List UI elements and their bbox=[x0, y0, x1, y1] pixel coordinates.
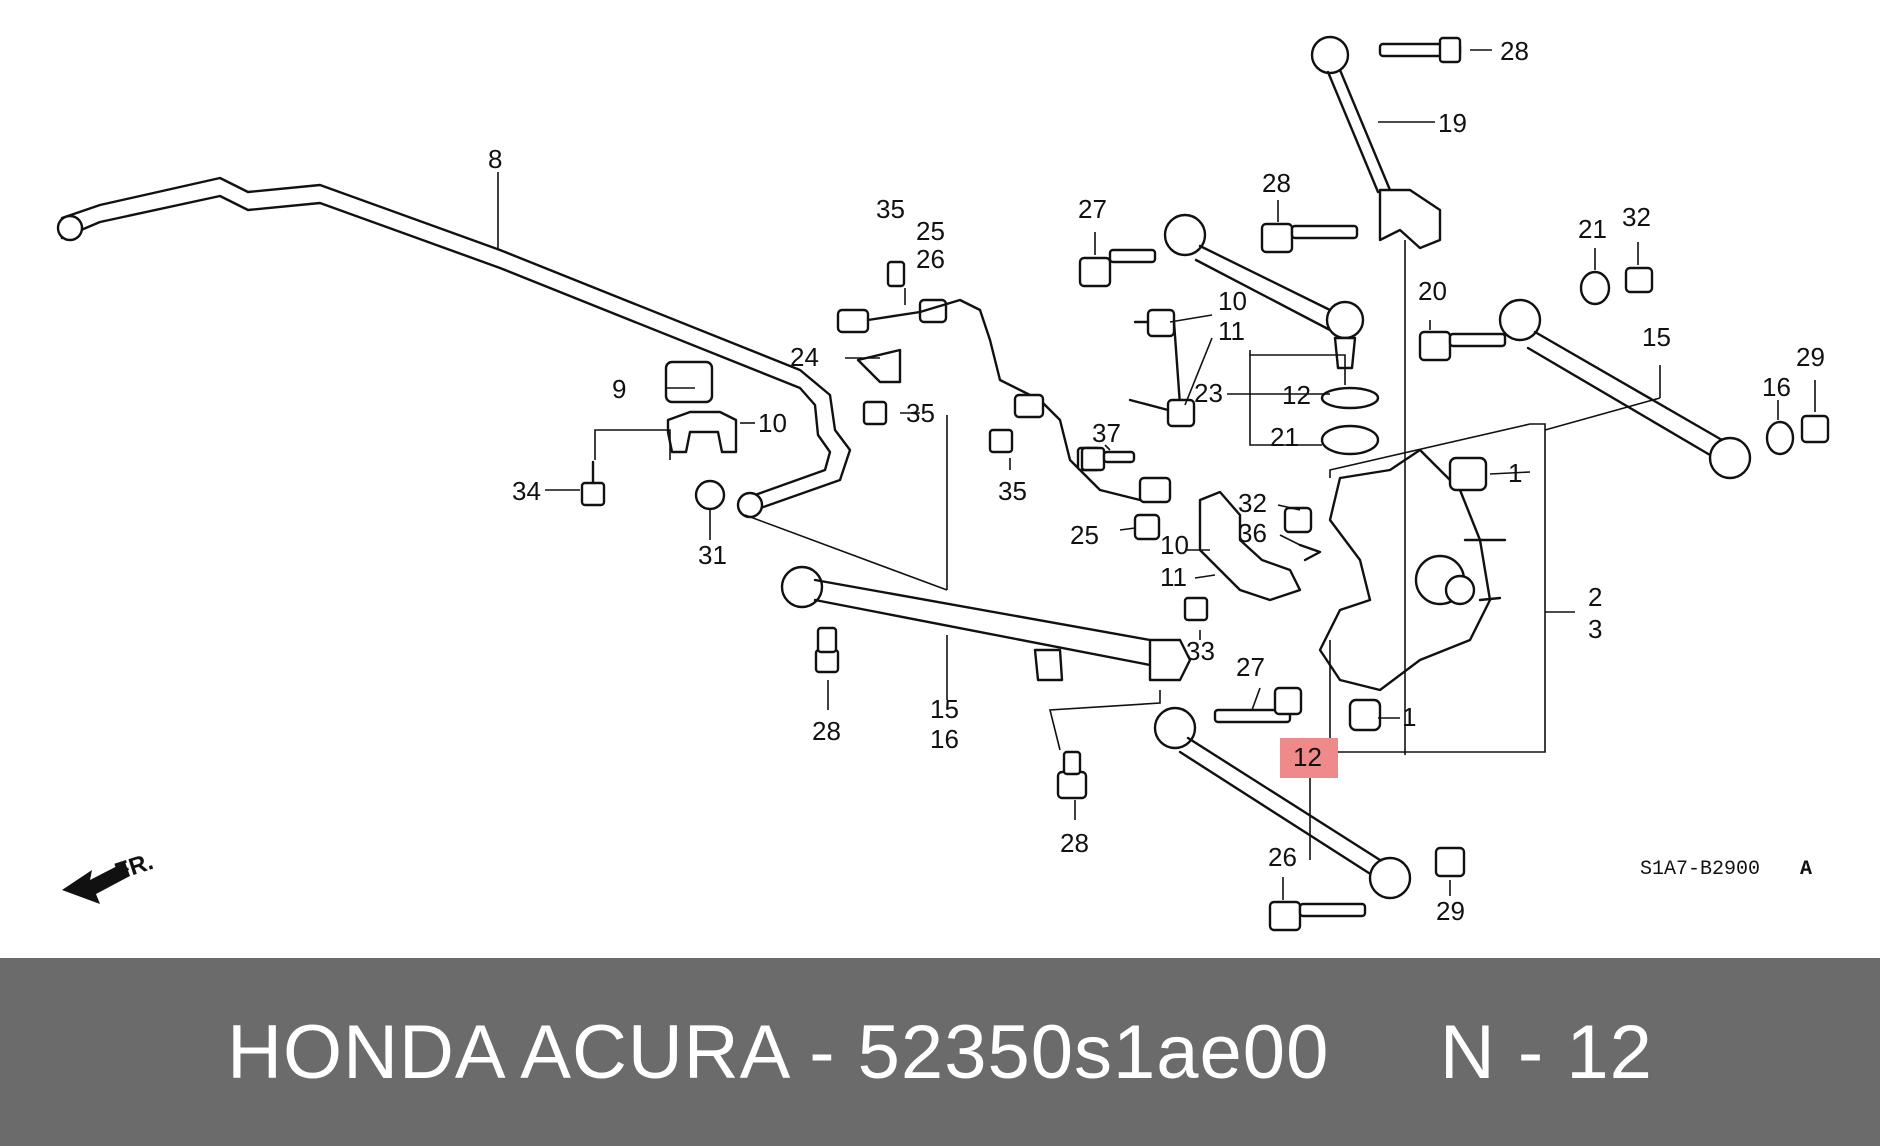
abs-sensor-harness bbox=[836, 260, 1172, 504]
trailing-arm bbox=[780, 565, 1192, 682]
callout-9: 12 bbox=[1282, 380, 1311, 410]
bolt-28-left bbox=[814, 626, 840, 674]
callout-6: 10 bbox=[758, 408, 787, 438]
exploded-parts-diagram: 8 28 19 27 28 35 25 26 21 32 20 10 11 15… bbox=[56, 35, 1830, 932]
drawing-revision: A bbox=[1800, 858, 1812, 881]
callout-35: 35 bbox=[876, 194, 905, 224]
callout-29: 29 bbox=[1436, 896, 1465, 926]
nut-30 bbox=[1624, 266, 1654, 294]
callout-28: 28 bbox=[1500, 36, 1529, 66]
front-marker-label: FR. bbox=[112, 848, 157, 886]
callout-28: 28 bbox=[1060, 828, 1089, 858]
callout-8: 11 bbox=[1218, 316, 1245, 346]
nut-25 bbox=[1133, 513, 1161, 541]
highlight-box bbox=[1280, 738, 1338, 778]
washer-19 bbox=[1579, 270, 1611, 306]
bolt-37 bbox=[1080, 446, 1136, 472]
callout-5: 9 bbox=[612, 374, 626, 404]
callout-2: 2 bbox=[1588, 582, 1602, 612]
part-number-banner: HONDA ACURA - 52350s1ae00 N - 12 bbox=[0, 958, 1880, 1146]
nut-29-right bbox=[1800, 414, 1830, 444]
stabilizer-link bbox=[1128, 308, 1196, 428]
callout-31: 31 bbox=[698, 540, 727, 570]
callout-1: 1 bbox=[1402, 702, 1416, 732]
callout-24: 26 bbox=[916, 244, 945, 274]
leader-lines bbox=[497, 49, 1816, 900]
callout-13: 15 bbox=[1642, 322, 1671, 352]
callout-34: 34 bbox=[512, 476, 541, 506]
callout-28: 28 bbox=[1262, 168, 1291, 198]
bolt-35-b bbox=[988, 428, 1014, 454]
bolt-26 bbox=[1268, 900, 1367, 932]
lower-arm-13 bbox=[1498, 298, 1752, 480]
drawing-code: S1A7-B2900 bbox=[1640, 858, 1760, 881]
knuckle bbox=[1318, 448, 1507, 732]
bolt-34 bbox=[580, 460, 606, 507]
callout-12: 12 bbox=[1293, 742, 1322, 772]
callout-3: 3 bbox=[1588, 614, 1602, 644]
callout-22: 24 bbox=[790, 342, 819, 372]
callout-23: 25 bbox=[916, 216, 945, 246]
stabilizer-bushing bbox=[664, 360, 714, 404]
callout-15: 15 bbox=[930, 694, 959, 724]
bolt-35-a bbox=[862, 400, 888, 426]
bolt-18 bbox=[1418, 330, 1507, 362]
callout-29: 29 bbox=[1796, 342, 1825, 372]
callout-14: 16 bbox=[1762, 372, 1791, 402]
callout-33: 33 bbox=[1186, 636, 1215, 666]
callout-17: 19 bbox=[1438, 108, 1467, 138]
callout-37: 37 bbox=[1092, 418, 1121, 448]
callout-27: 27 bbox=[1078, 194, 1107, 224]
callouts: 8 28 19 27 28 35 25 26 21 32 20 10 11 15… bbox=[112, 36, 1825, 926]
callout-25: 25 bbox=[1070, 520, 1099, 550]
callout-27: 27 bbox=[1236, 652, 1265, 682]
bolt-28-lower bbox=[1056, 750, 1088, 800]
callout-35: 35 bbox=[998, 476, 1027, 506]
nut-32 bbox=[1283, 506, 1313, 534]
bolt-28-mid bbox=[1260, 222, 1359, 254]
callout-35: 35 bbox=[906, 398, 935, 428]
bushing-holder bbox=[666, 410, 738, 454]
callout-21: 21 bbox=[1270, 422, 1299, 452]
washer-9 bbox=[1320, 386, 1380, 410]
boot-21 bbox=[1320, 424, 1380, 456]
callout-18: 20 bbox=[1418, 276, 1447, 306]
callout-11: 11 bbox=[1160, 562, 1187, 592]
lower-arm-12 bbox=[1153, 706, 1412, 900]
upper-arm-17 bbox=[1310, 35, 1442, 250]
callout-7: 10 bbox=[1218, 286, 1247, 316]
bolt-27-lower bbox=[1213, 686, 1303, 724]
stabilizer-bar bbox=[56, 176, 852, 519]
callout-28: 28 bbox=[812, 716, 841, 746]
callout-36: 36 bbox=[1238, 518, 1267, 548]
washer-14 bbox=[1765, 420, 1795, 456]
front-arrow-icon bbox=[62, 862, 130, 904]
callout-4: 8 bbox=[488, 144, 502, 174]
callout-16: 16 bbox=[930, 724, 959, 754]
nut-31 bbox=[694, 479, 726, 511]
callout-26: 26 bbox=[1268, 842, 1297, 872]
callout-10: 10 bbox=[1160, 530, 1189, 560]
cotter-pin-36 bbox=[1298, 543, 1322, 562]
nut-29-lower bbox=[1434, 846, 1466, 878]
bracket-10 bbox=[1198, 490, 1302, 602]
bolt-28-top bbox=[1378, 36, 1462, 64]
bolt-27-top bbox=[1078, 248, 1157, 288]
callout-32: 32 bbox=[1238, 488, 1267, 518]
callout-1: 1 bbox=[1508, 458, 1522, 488]
bolt-33 bbox=[1183, 596, 1209, 622]
callout-30: 32 bbox=[1622, 202, 1651, 232]
callout-20: 23 bbox=[1194, 378, 1223, 408]
banner-text: HONDA ACURA - 52350s1ae00 N - 12 bbox=[227, 1009, 1653, 1095]
callout-19: 21 bbox=[1578, 214, 1607, 244]
compensator-arm bbox=[1163, 213, 1365, 370]
